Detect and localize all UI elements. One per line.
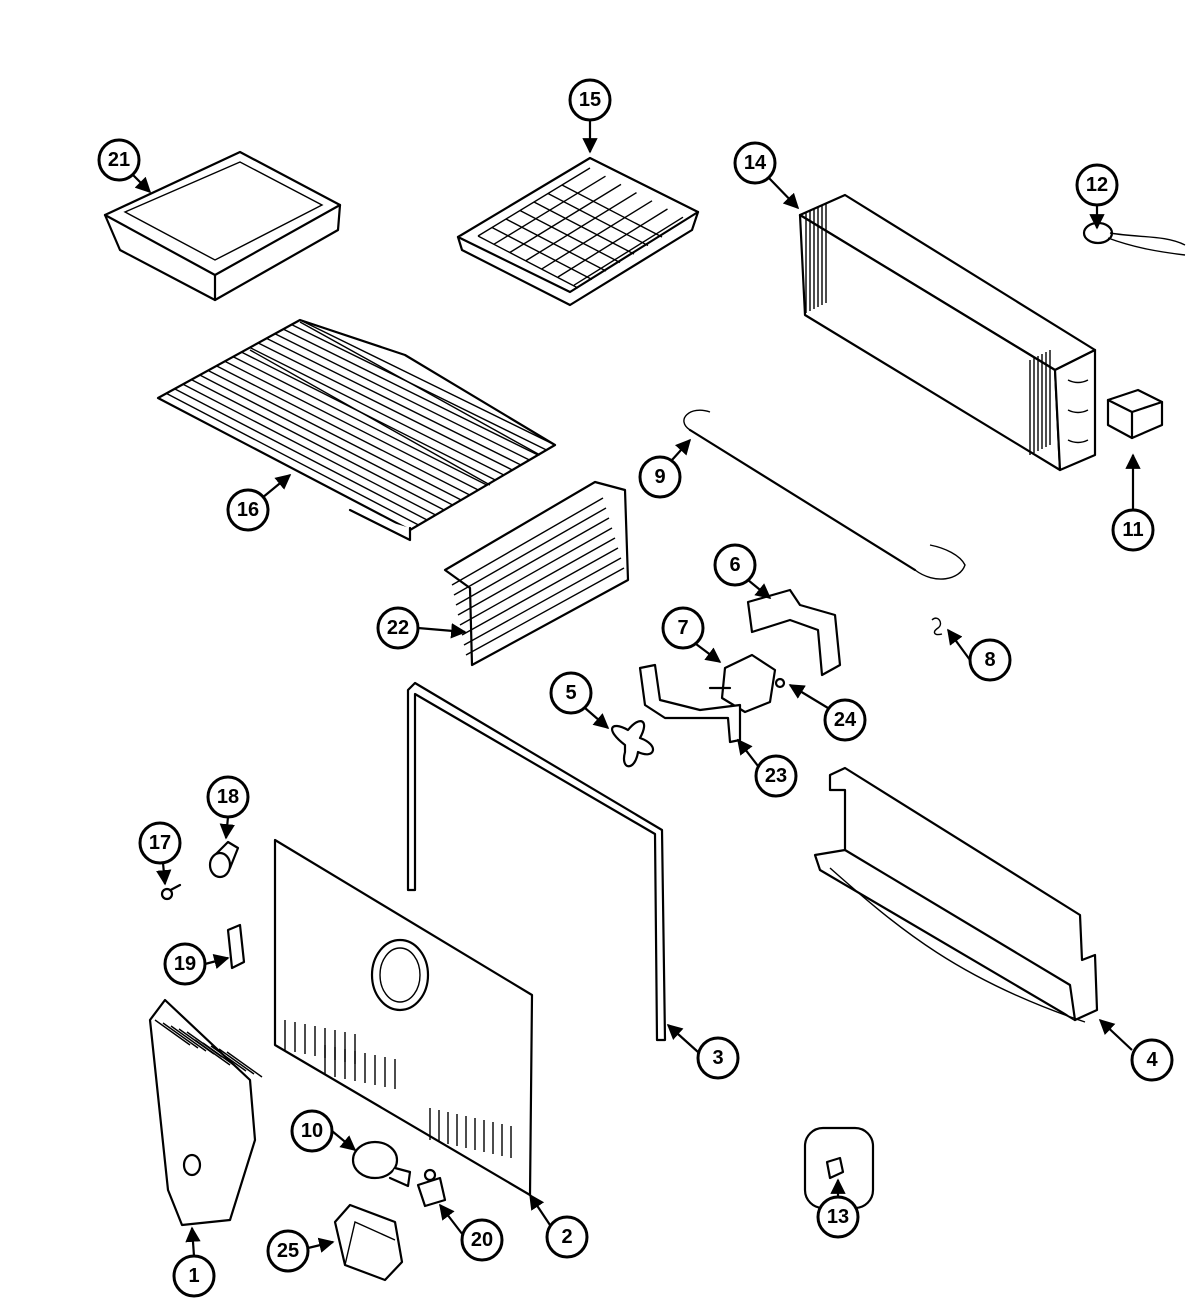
part-18-knob xyxy=(208,840,240,879)
part-5-fan-blade xyxy=(611,720,654,768)
callout-9: 9 xyxy=(638,455,682,499)
callout-21: 21 xyxy=(97,138,141,182)
callout-10: 10 xyxy=(290,1109,334,1153)
part-13-switch-plate xyxy=(803,1126,875,1210)
part-3-gasket-frame xyxy=(406,681,667,1042)
callout-24: 24 xyxy=(823,698,867,742)
callout-label: 19 xyxy=(174,953,196,975)
callout-8: 8 xyxy=(968,638,1012,682)
callout-19: 19 xyxy=(163,942,207,986)
callout-label: 13 xyxy=(827,1206,849,1228)
callout-label: 20 xyxy=(471,1229,493,1251)
callout-label: 16 xyxy=(237,499,259,521)
callout-label: 6 xyxy=(729,554,740,576)
callout-label: 24 xyxy=(834,709,857,731)
callout-3: 3 xyxy=(696,1036,740,1080)
part-20-socket xyxy=(416,1168,447,1208)
callout-22: 22 xyxy=(376,606,420,650)
callout-label: 21 xyxy=(108,149,130,171)
callout-label: 10 xyxy=(301,1120,323,1142)
part-10-bulb xyxy=(351,1140,412,1188)
part-1-control-housing xyxy=(148,998,263,1227)
callout-12: 12 xyxy=(1075,163,1119,207)
part-21-tray xyxy=(103,150,342,302)
callout-label: 12 xyxy=(1086,174,1108,196)
callout-17: 17 xyxy=(138,821,182,865)
callout-6: 6 xyxy=(713,543,757,587)
callout-label: 23 xyxy=(765,765,787,787)
callout-15: 15 xyxy=(568,78,612,122)
part-7-fan-motor xyxy=(708,653,786,714)
callout-label: 18 xyxy=(217,786,239,808)
part-19-lens xyxy=(226,923,246,970)
part-8-clip xyxy=(931,617,943,636)
callout-13: 13 xyxy=(816,1195,860,1239)
callout-20: 20 xyxy=(460,1218,504,1262)
callout-25: 25 xyxy=(266,1229,310,1273)
callout-label: 7 xyxy=(677,617,688,639)
part-9-heater-rod xyxy=(683,409,966,580)
part-14-evaporator xyxy=(798,193,1097,472)
callout-label: 5 xyxy=(565,682,576,704)
callout-label: 22 xyxy=(387,617,409,639)
callout-1: 1 xyxy=(172,1254,216,1298)
part-25-cover xyxy=(333,1203,404,1282)
callout-label: 11 xyxy=(1122,519,1143,541)
callout-label: 1 xyxy=(188,1265,199,1287)
callout-23: 23 xyxy=(754,754,798,798)
part-11-block xyxy=(1106,388,1164,440)
callout-label: 3 xyxy=(712,1047,723,1069)
callout-2: 2 xyxy=(545,1215,589,1259)
callout-label: 4 xyxy=(1146,1049,1158,1071)
callout-18: 18 xyxy=(206,775,250,819)
callout-label: 25 xyxy=(277,1240,299,1262)
part-6-bracket xyxy=(746,588,842,677)
part-22-panel xyxy=(443,480,630,667)
callout-label: 15 xyxy=(579,89,601,111)
callout-label: 17 xyxy=(149,832,171,854)
part-12-sensor xyxy=(1082,221,1186,256)
callout-label: 2 xyxy=(561,1226,572,1248)
callout-14: 14 xyxy=(733,141,777,185)
callout-11: 11 xyxy=(1111,508,1155,552)
callout-16: 16 xyxy=(226,488,270,532)
callout-4: 4 xyxy=(1130,1038,1174,1082)
callout-label: 8 xyxy=(984,649,995,671)
part-15-ice-tray xyxy=(456,156,700,307)
part-4-drawer-rail xyxy=(813,766,1099,1023)
callout-5: 5 xyxy=(549,671,593,715)
callout-label: 9 xyxy=(654,466,665,488)
part-17-screw xyxy=(160,883,182,901)
callout-label: 14 xyxy=(744,152,767,174)
callout-7: 7 xyxy=(661,606,705,650)
part-16-wire-shelf xyxy=(156,318,557,542)
